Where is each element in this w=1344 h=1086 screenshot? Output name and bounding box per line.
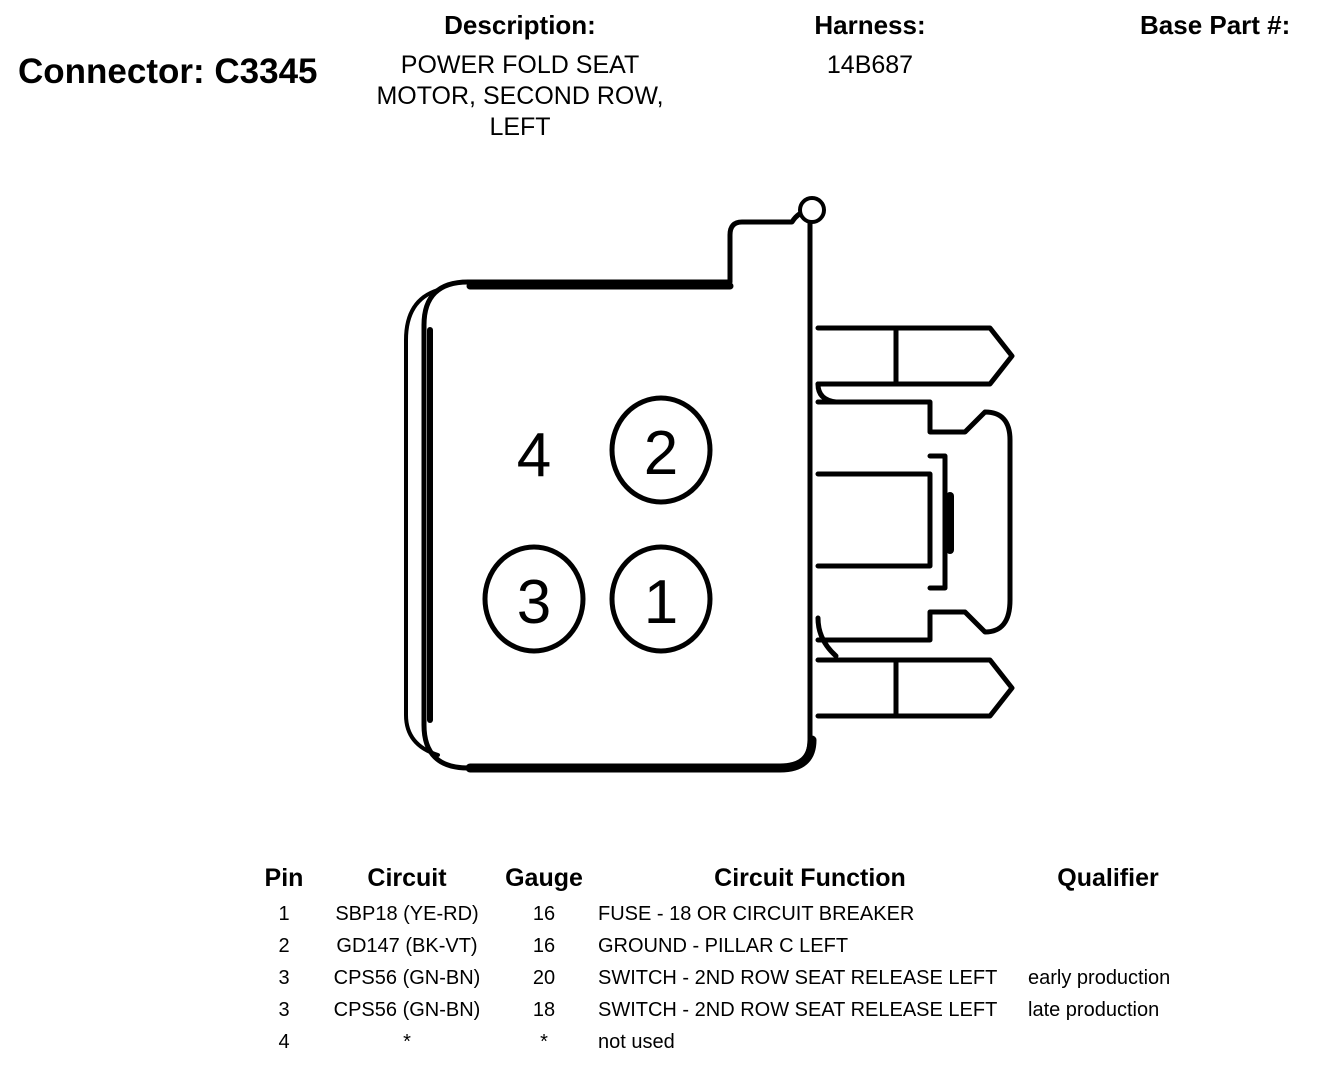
locking-latch-bevel bbox=[815, 615, 839, 659]
table-row: 3 CPS56 (GN-BN) 20 SWITCH - 2ND ROW SEAT… bbox=[250, 962, 1188, 994]
cell-circuit: * bbox=[403, 1030, 411, 1053]
pin-3-label: 3 bbox=[517, 568, 551, 637]
cell-qualifier: early production bbox=[1028, 966, 1171, 989]
table-header-row: Pin Circuit Gauge Circuit Function Quali… bbox=[250, 858, 1188, 898]
table-row: 1 SBP18 (YE-RD) 16 FUSE - 18 OR CIRCUIT … bbox=[250, 898, 1188, 930]
terminal-blade-upper-bevel bbox=[815, 381, 839, 405]
base-part-label: Base Part #: bbox=[1140, 10, 1291, 40]
cell-qualifier bbox=[1028, 898, 1188, 930]
cell-circuit: CPS56 (GN-BN) bbox=[333, 966, 481, 989]
header-gauge: Gauge bbox=[505, 863, 583, 892]
pin-1-circle bbox=[609, 544, 713, 654]
cell-circuit: SBP18 (YE-RD) bbox=[335, 902, 479, 925]
cell-qualifier bbox=[1028, 930, 1188, 962]
terminal-blade-upper bbox=[815, 325, 1015, 387]
housing-shadow-edge bbox=[404, 288, 440, 757]
cell-pin: 3 bbox=[278, 966, 290, 989]
locking-latch bbox=[815, 399, 1013, 643]
locking-latch-tab bbox=[927, 453, 948, 591]
pin-3-circle bbox=[482, 544, 586, 654]
cell-qualifier: late production bbox=[1028, 998, 1160, 1021]
cell-circuit: CPS56 (GN-BN) bbox=[333, 998, 481, 1021]
terminal-blade-lower bbox=[815, 657, 1015, 719]
pin-2-circle bbox=[609, 395, 713, 505]
header-circuit-function: Circuit Function bbox=[714, 863, 906, 892]
connector-housing bbox=[421, 207, 813, 771]
cell-function: not used bbox=[598, 1030, 675, 1053]
cell-gauge: 16 bbox=[532, 902, 556, 925]
cell-pin: 4 bbox=[278, 1030, 290, 1053]
description-line: LEFT bbox=[489, 113, 551, 141]
cell-gauge: 16 bbox=[532, 934, 556, 957]
description-label: Description: bbox=[444, 10, 596, 40]
housing-edge-shading bbox=[465, 735, 817, 773]
locking-latch-inner bbox=[815, 471, 933, 569]
description-line: MOTOR, SECOND ROW, bbox=[376, 82, 664, 110]
header-pin: Pin bbox=[264, 863, 304, 892]
pin-2-label: 2 bbox=[644, 419, 678, 488]
cell-gauge: 18 bbox=[532, 998, 556, 1021]
cell-gauge: 20 bbox=[532, 966, 556, 989]
pin-1-label: 1 bbox=[644, 568, 678, 637]
cell-pin: 3 bbox=[278, 998, 290, 1021]
latch-nub bbox=[798, 196, 826, 224]
description-value: POWER FOLD SEAT MOTOR, SECOND ROW, LEFT bbox=[345, 50, 695, 143]
connector-title: Connector: C3345 bbox=[18, 52, 318, 91]
cell-function: SWITCH - 2ND ROW SEAT RELEASE LEFT bbox=[598, 998, 998, 1021]
cell-function: GROUND - PILLAR C LEFT bbox=[598, 934, 849, 957]
harness-label: Harness: bbox=[814, 10, 926, 40]
header-circuit: Circuit bbox=[367, 863, 447, 892]
cell-gauge: * bbox=[540, 1030, 548, 1053]
header-qualifier: Qualifier bbox=[1057, 863, 1159, 892]
harness-value: 14B687 bbox=[826, 51, 914, 79]
pinout-table: Pin Circuit Gauge Circuit Function Quali… bbox=[250, 858, 1188, 1058]
table-row: 4 * * not used bbox=[250, 1026, 1188, 1058]
description-line: POWER FOLD SEAT bbox=[400, 51, 640, 79]
cell-qualifier bbox=[1028, 1026, 1188, 1058]
pin-4-label: 4 bbox=[517, 421, 551, 490]
cell-function: FUSE - 18 OR CIRCUIT BREAKER bbox=[598, 902, 915, 925]
cell-pin: 2 bbox=[278, 934, 290, 957]
table-row: 3 CPS56 (GN-BN) 18 SWITCH - 2ND ROW SEAT… bbox=[250, 994, 1188, 1026]
table-row: 2 GD147 (BK-VT) 16 GROUND - PILLAR C LEF… bbox=[250, 930, 1188, 962]
cell-function: SWITCH - 2ND ROW SEAT RELEASE LEFT bbox=[598, 966, 998, 989]
cell-circuit: GD147 (BK-VT) bbox=[336, 934, 478, 957]
connector-face-diagram: 4 2 3 1 bbox=[404, 196, 1015, 773]
cell-pin: 1 bbox=[278, 902, 290, 925]
